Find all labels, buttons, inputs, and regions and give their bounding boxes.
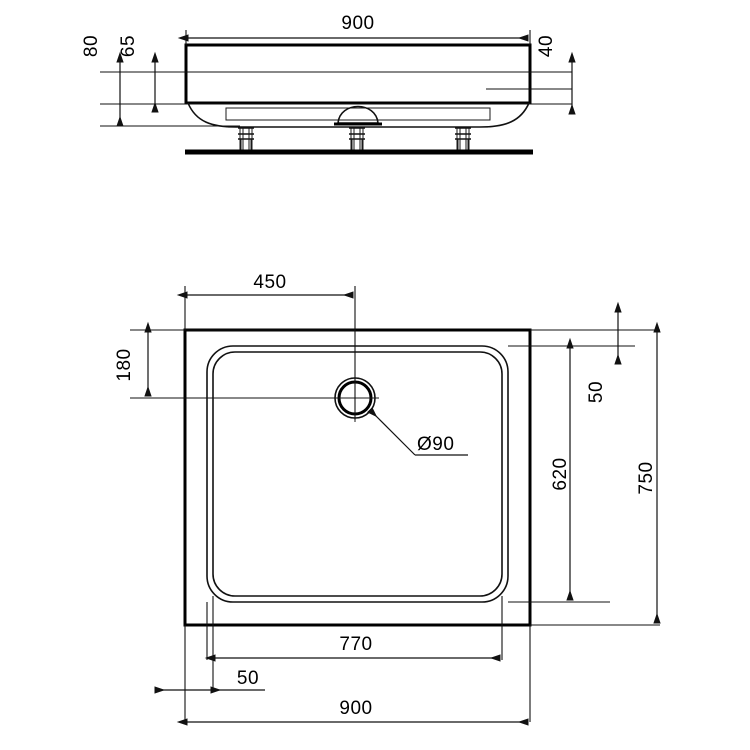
- dim-80: 80: [81, 35, 124, 127]
- foot-right: [455, 127, 471, 152]
- dim-770: 770: [204, 634, 501, 662]
- plan-extension-lines: [130, 286, 660, 722]
- dim-750-label: 750: [636, 461, 657, 494]
- dim-450: 450: [176, 272, 354, 299]
- basin-outer-edge: [206, 345, 509, 603]
- dim-450-label: 450: [253, 272, 286, 293]
- dim-620-label: 620: [550, 457, 571, 490]
- dim-65-label: 65: [118, 35, 139, 57]
- dim-40: 40: [536, 35, 576, 115]
- dim-40-label: 40: [536, 35, 557, 57]
- section-elevation-view: 900 80 65 40: [81, 13, 576, 155]
- dim-900-section-label: 900: [341, 13, 374, 34]
- dim-900-section: 900: [177, 13, 531, 45]
- dim-770-label: 770: [339, 634, 372, 655]
- dim-50-left: 50: [154, 668, 265, 694]
- dim-620: 620: [550, 337, 574, 601]
- section-tray-body: [184, 43, 532, 128]
- tray-support-frame: [225, 107, 491, 121]
- dim-80-label: 80: [81, 35, 102, 57]
- dim-180: 180: [114, 321, 152, 397]
- dim-50-right: 50: [586, 301, 622, 403]
- plan-view: Ø90 450: [114, 272, 661, 726]
- dim-65: 65: [118, 35, 159, 113]
- dim-900-plan-label: 900: [339, 698, 372, 719]
- drain-diameter-label: Ø90: [417, 434, 454, 455]
- dim-50-left-label: 50: [237, 668, 259, 689]
- drain-callout: Ø90: [367, 407, 468, 456]
- tray-underside-profile: [187, 102, 530, 128]
- callout-leader-line: [367, 407, 416, 456]
- dim-750: 750: [636, 321, 661, 624]
- dim-50-right-label: 50: [586, 381, 607, 403]
- adjustable-feet-group: [238, 127, 471, 152]
- tray-upper-slab: [184, 43, 532, 105]
- tray-outer-outline: [183, 328, 532, 627]
- basin-inner-edge: [212, 351, 503, 597]
- dim-180-label: 180: [114, 348, 135, 381]
- dim-900-plan: 900: [176, 698, 529, 726]
